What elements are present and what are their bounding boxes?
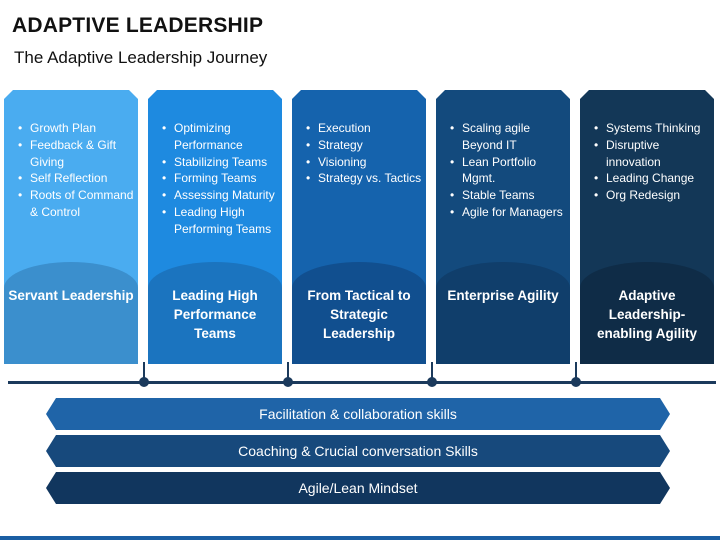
stage-item: Assessing Maturity [174, 187, 278, 204]
stage-item: Optimizing Performance [174, 120, 278, 154]
stage-item-list: ExecutionStrategyVisioningStrategy vs. T… [292, 120, 426, 187]
stage-item: Execution [318, 120, 422, 137]
stage-label: Servant Leadership [8, 288, 134, 303]
timeline-connector [143, 362, 145, 382]
stage-column-footer [4, 262, 138, 364]
stage-column: Optimizing PerformanceStabilizing TeamsF… [148, 90, 282, 364]
stage-item: Visioning [318, 154, 422, 171]
stage-item: Forming Teams [174, 170, 278, 187]
timeline-dot [427, 377, 437, 387]
stage-column-footer [148, 262, 282, 364]
timeline-dot [283, 377, 293, 387]
stage-item: Leading Change [606, 170, 710, 187]
stage-column: Systems ThinkingDisruptive innovationLea… [580, 90, 714, 364]
stage-column: ExecutionStrategyVisioningStrategy vs. T… [292, 90, 426, 364]
page-title: ADAPTIVE LEADERSHIP [12, 14, 264, 37]
stage-item: Feedback & Gift Giving [30, 137, 134, 171]
band-mindset-label: Agile/Lean Mindset [298, 480, 418, 496]
stage-item: Stable Teams [462, 187, 566, 204]
stage-column-footer [436, 262, 570, 364]
band-facilitation-label: Facilitation & collaboration skills [259, 406, 457, 422]
stage-item: Org Redesign [606, 187, 710, 204]
stage-item-list: Scaling agile Beyond ITLean Portfolio Mg… [436, 120, 570, 221]
stage-item: Lean Portfolio Mgmt. [462, 154, 566, 188]
footer-bar [0, 536, 720, 540]
timeline-line [8, 381, 716, 384]
band-coaching-label: Coaching & Crucial conversation Skills [238, 443, 478, 459]
stage-item: Growth Plan [30, 120, 134, 137]
stage-item: Disruptive innovation [606, 137, 710, 171]
stage-item: Self Reflection [30, 170, 134, 187]
timeline-dot [139, 377, 149, 387]
timeline-dot [571, 377, 581, 387]
stage-label: Adaptive Leadership-enabling Agility [596, 288, 697, 341]
stage-column-footer [292, 262, 426, 364]
stage-item: Strategy vs. Tactics [318, 170, 422, 187]
stage-item: Systems Thinking [606, 120, 710, 137]
stage-item: Scaling agile Beyond IT [462, 120, 566, 154]
stage-label: From Tactical to Strategic Leadership [307, 288, 411, 341]
stage-label: Leading High Performance Teams [172, 288, 258, 341]
band-coaching: Coaching & Crucial conversation Skills [46, 435, 670, 467]
stage-item-list: Systems ThinkingDisruptive innovationLea… [580, 120, 714, 204]
band-facilitation: Facilitation & collaboration skills [46, 398, 670, 430]
page-subtitle: The Adaptive Leadership Journey [14, 48, 268, 67]
stage-item-list: Optimizing PerformanceStabilizing TeamsF… [148, 120, 282, 238]
stage-item: Strategy [318, 137, 422, 154]
stage-column: Scaling agile Beyond ITLean Portfolio Mg… [436, 90, 570, 364]
stage-item-list: Growth PlanFeedback & Gift GivingSelf Re… [4, 120, 138, 221]
stage-item: Agile for Managers [462, 204, 566, 221]
stage-label: Enterprise Agility [447, 288, 559, 303]
stage-item: Leading High Performing Teams [174, 204, 278, 238]
timeline-connector [575, 362, 577, 382]
stage-column: Growth PlanFeedback & Gift GivingSelf Re… [4, 90, 138, 364]
timeline-connector [287, 362, 289, 382]
stage-column-footer [580, 262, 714, 364]
stage-item: Roots of Command & Control [30, 187, 134, 221]
stage-item: Stabilizing Teams [174, 154, 278, 171]
band-mindset: Agile/Lean Mindset [46, 472, 670, 504]
timeline-connector [431, 362, 433, 382]
